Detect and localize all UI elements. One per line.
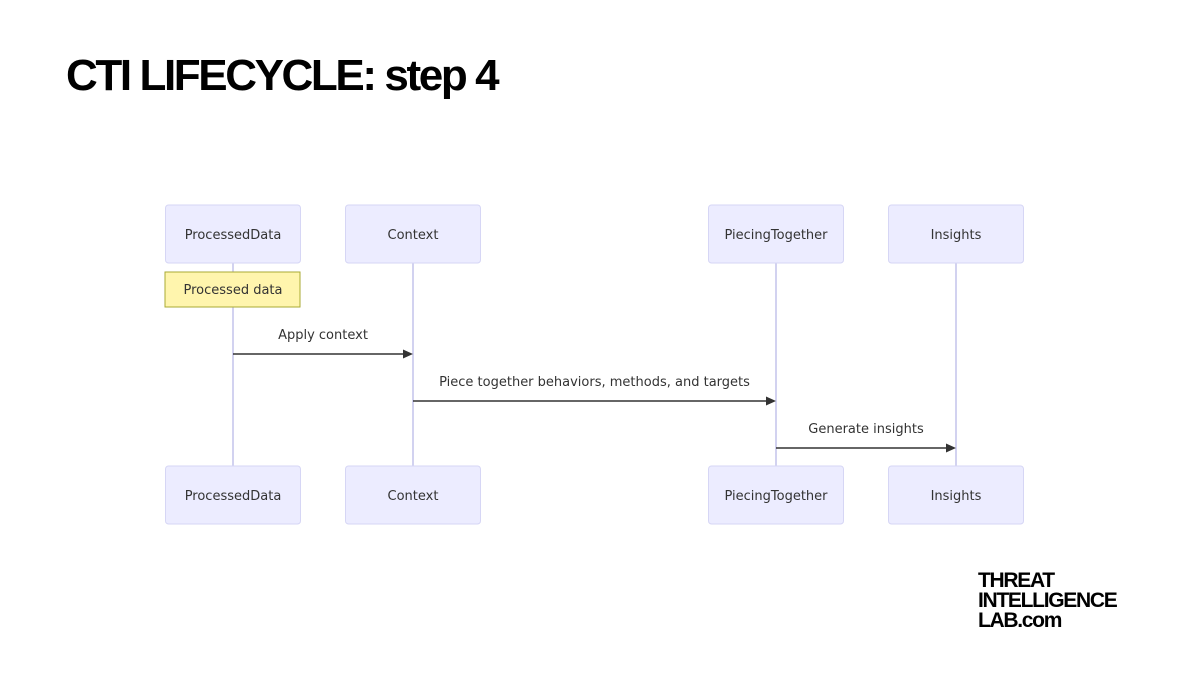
actor-top-insights: Insights [888, 204, 1024, 264]
arrowhead-icon [946, 443, 956, 453]
actor-box [708, 465, 844, 525]
note-label: Processed data [184, 283, 283, 298]
actor-bottom-context: Context [345, 465, 481, 525]
note-box [164, 271, 301, 308]
actor-label: PiecingTogether [724, 228, 828, 243]
actor-box [708, 204, 844, 264]
brand-logo: THREAT INTELLIGENCE LAB.com [978, 569, 1118, 632]
brand-logo-line-1: THREAT [978, 569, 1055, 592]
actor-label: PiecingTogether [724, 489, 828, 504]
actor-label: Context [388, 489, 439, 504]
actor-bottom-piecingtogether: PiecingTogether [708, 465, 844, 525]
actor-box [165, 465, 301, 525]
actor-label: ProcessedData [185, 228, 282, 243]
actor-label: Insights [931, 228, 982, 243]
note-processed-data: Processed data [164, 271, 301, 308]
actor-box [345, 465, 481, 525]
arrowhead-icon [766, 396, 776, 406]
actor-label: Context [388, 228, 439, 243]
actor-bottom-processeddata: ProcessedData [165, 465, 301, 525]
message-label: Generate insights [808, 422, 924, 437]
message-apply-context: Apply context [233, 328, 413, 359]
actor-box [165, 204, 301, 264]
actor-box [888, 204, 1024, 264]
actor-top-piecingtogether: PiecingTogether [708, 204, 844, 264]
brand-logo-line-3: LAB.com [978, 609, 1062, 632]
message-piece-together-behaviors-methods-and-targets: Piece together behaviors, methods, and t… [413, 375, 776, 406]
actor-label: Insights [931, 489, 982, 504]
actor-bottom-insights: Insights [888, 465, 1024, 525]
message-label: Piece together behaviors, methods, and t… [439, 375, 750, 390]
actor-top-context: Context [345, 204, 481, 264]
message-label: Apply context [278, 328, 368, 343]
message-generate-insights: Generate insights [776, 422, 956, 453]
arrowhead-icon [403, 349, 413, 359]
page-title: CTI LIFECYCLE: step 4 [66, 51, 500, 100]
actor-box [345, 204, 481, 264]
actor-label: ProcessedData [185, 489, 282, 504]
brand-logo-line-2: INTELLIGENCE [978, 589, 1118, 612]
actor-box [888, 465, 1024, 525]
actor-top-processeddata: ProcessedData [165, 204, 301, 264]
